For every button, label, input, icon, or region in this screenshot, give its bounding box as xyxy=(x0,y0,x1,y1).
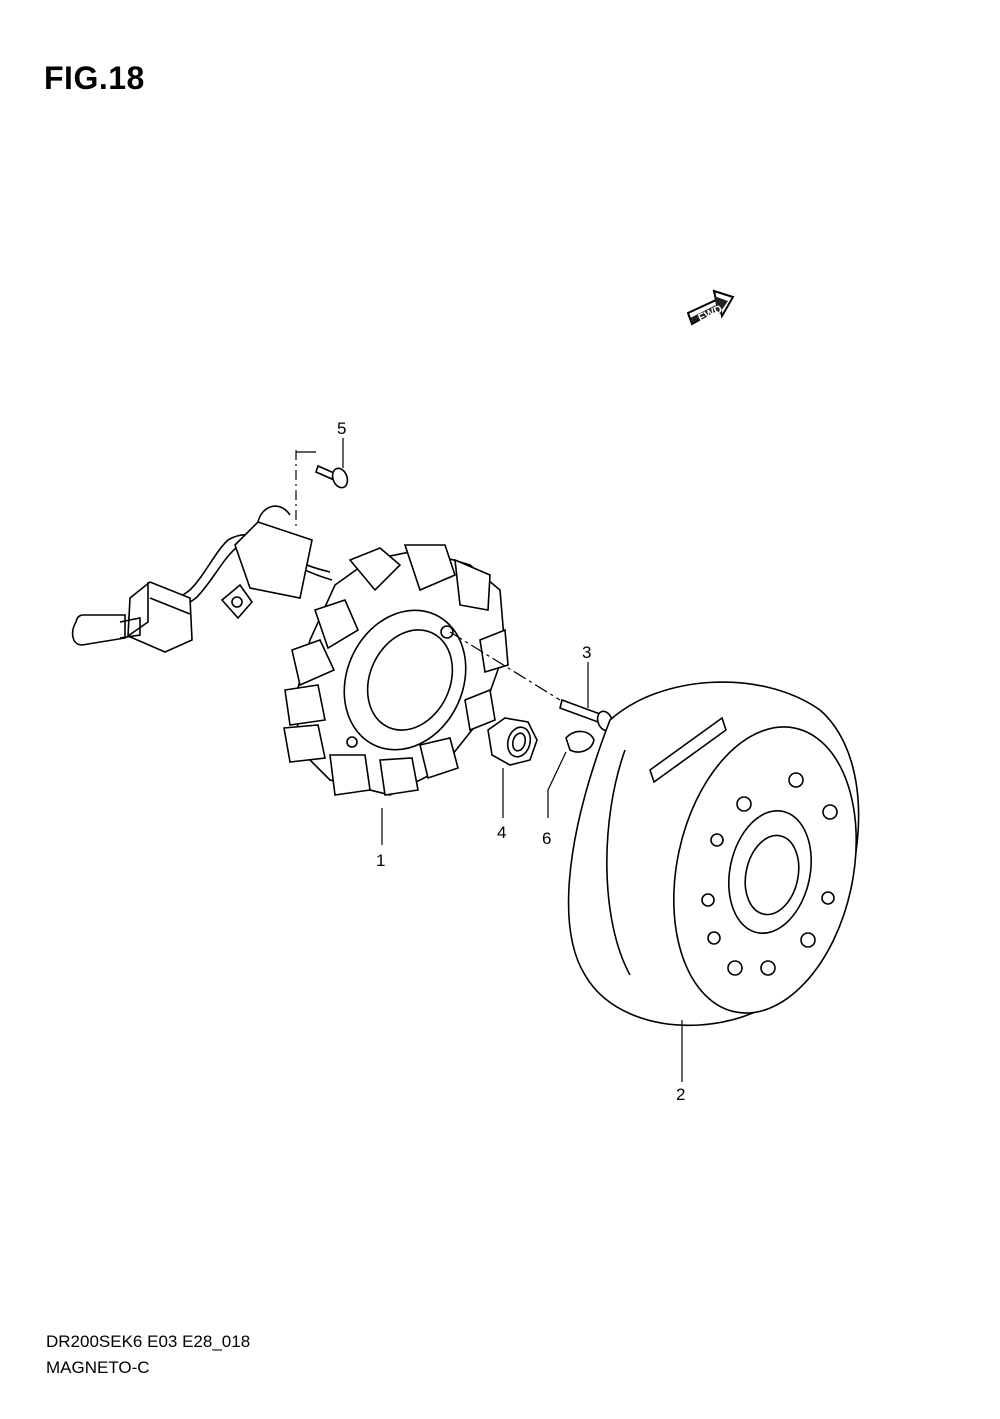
callout-5: 5 xyxy=(337,419,346,438)
nut-4 xyxy=(487,717,538,766)
callout-1: 1 xyxy=(376,851,385,870)
rotor-bolt-holes xyxy=(701,772,838,976)
leader-lines xyxy=(295,438,683,1082)
stator xyxy=(283,544,509,796)
rotor xyxy=(567,681,860,1027)
model-code: DR200SEK6 E03 E28_018 xyxy=(46,1332,251,1351)
figure-title: FIG.18 xyxy=(44,60,145,96)
callout-6: 6 xyxy=(542,829,551,848)
callout-2: 2 xyxy=(676,1085,685,1104)
fwd-arrow-icon: FWD xyxy=(686,289,735,326)
key-6 xyxy=(565,730,595,753)
wire-harness xyxy=(71,505,333,653)
callout-3: 3 xyxy=(582,643,591,662)
screw-5 xyxy=(315,464,349,489)
figure-name: MAGNETO-C xyxy=(46,1358,150,1377)
screw-3 xyxy=(559,698,614,732)
callout-4: 4 xyxy=(497,823,506,842)
